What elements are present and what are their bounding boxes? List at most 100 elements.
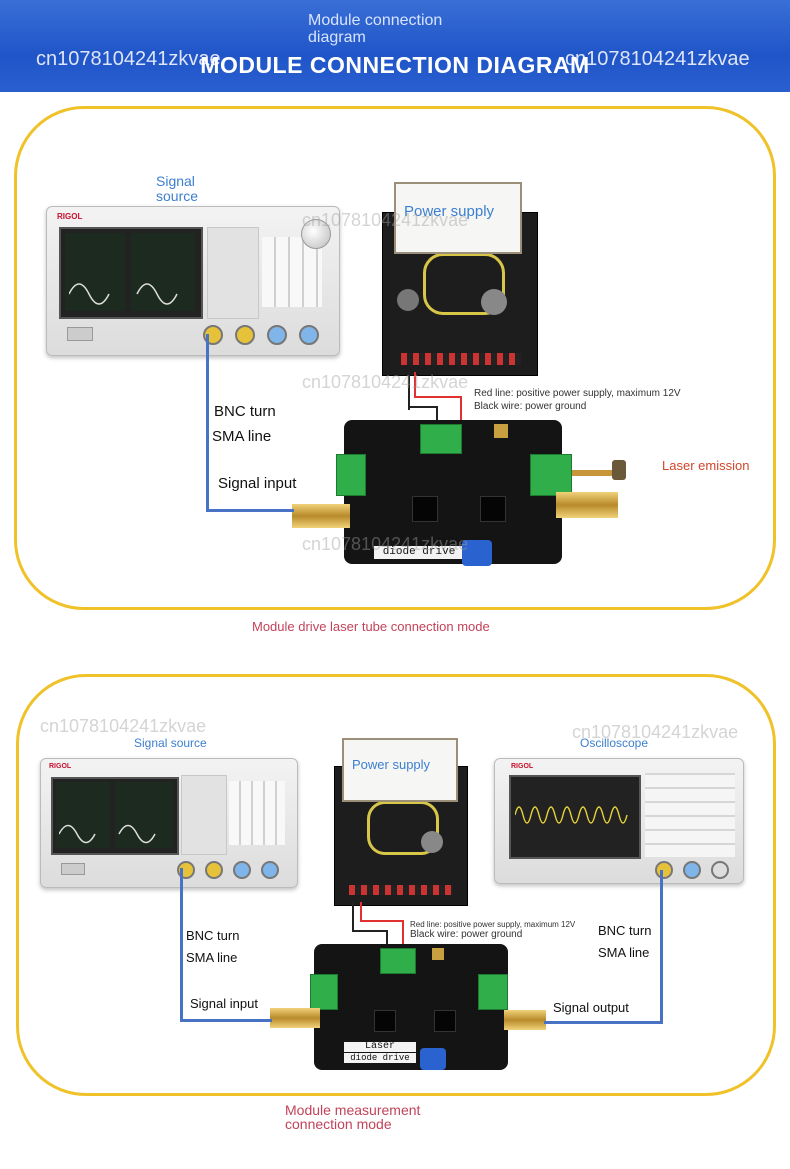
- watermark: cn1078104241zkvae: [572, 722, 739, 742]
- power-terminal: [420, 424, 462, 454]
- transformer: [342, 738, 458, 802]
- transformer-wires: [423, 253, 505, 315]
- chip-u2: [480, 496, 506, 522]
- generator-screen: [59, 227, 203, 319]
- power-wire: [460, 396, 462, 430]
- rotary-knob[interactable]: [301, 219, 331, 249]
- input-terminal: [336, 454, 366, 496]
- power-terminal: [380, 948, 416, 974]
- page-title: MODULE CONNECTION DIAGRAM: [200, 52, 590, 78]
- waveform-icon: [515, 806, 628, 824]
- capacitor: [481, 289, 507, 315]
- ch2-output-connector[interactable]: [205, 861, 223, 879]
- board-label-line1: Laser: [344, 1042, 416, 1052]
- capacitor: [432, 948, 444, 960]
- watermark: cn1078104241zkvae: [302, 534, 469, 554]
- board-label-line2: diode drive: [344, 1053, 416, 1063]
- chip-u1: [412, 496, 438, 522]
- label-power-supply: Power supply: [404, 203, 495, 220]
- chip-u1: [374, 1010, 396, 1032]
- watermark-right: cn1078104241zkvae: [565, 48, 750, 70]
- note-black-wire: Black wire: power ground: [474, 401, 587, 412]
- capacitor: [421, 831, 443, 853]
- scope-ch2-input[interactable]: [683, 861, 701, 879]
- oscilloscope-screen: [509, 775, 641, 859]
- label-power-supply-2: Power supply: [352, 757, 431, 772]
- keypad[interactable]: [229, 781, 285, 845]
- power-wire: [402, 920, 404, 950]
- sma-output-connector[interactable]: [504, 1010, 546, 1030]
- power-button[interactable]: [67, 327, 93, 341]
- counter-connector[interactable]: [261, 861, 279, 879]
- power-button[interactable]: [61, 863, 85, 875]
- oscilloscope: RIGOL: [494, 758, 744, 884]
- sine-wave-icon: [69, 283, 178, 305]
- laser-tube-lead: [572, 470, 618, 476]
- generator-screen: [51, 777, 179, 855]
- label-bnc-turn: BNC turn: [214, 403, 276, 420]
- capacitor: [397, 289, 419, 311]
- label-signal-source-2: Signal source: [134, 736, 207, 750]
- signal-generator-2: RIGOL: [40, 758, 298, 888]
- potentiometer[interactable]: [462, 540, 492, 566]
- brand-logo-icon: RIGOL: [57, 212, 83, 221]
- output-terminal: [478, 974, 508, 1010]
- power-wire: [360, 920, 404, 922]
- transformer-wires: [367, 801, 439, 855]
- chip-u2: [434, 1010, 456, 1032]
- input-terminal: [310, 974, 338, 1010]
- header-subtitle: Module connection diagram: [308, 12, 443, 46]
- function-buttons[interactable]: [207, 227, 259, 319]
- sync-connector[interactable]: [233, 861, 251, 879]
- ground-wire: [352, 930, 388, 932]
- brand-logo-icon: RIGOL: [511, 763, 534, 770]
- bnc-cable-output: [660, 870, 663, 1024]
- ch2-output-connector[interactable]: [235, 325, 255, 345]
- bnc-cable: [206, 334, 209, 512]
- ground-wire: [386, 930, 388, 950]
- caption-panel2: Module measurement connection mode: [285, 1102, 421, 1132]
- ground-wire: [408, 406, 438, 408]
- power-wire: [414, 396, 462, 398]
- sync-connector[interactable]: [267, 325, 287, 345]
- function-buttons[interactable]: [181, 775, 227, 855]
- scope-controls[interactable]: [645, 773, 735, 857]
- label-signal-input: Signal input: [218, 475, 297, 492]
- label-signal-output: Signal output: [553, 1000, 629, 1015]
- label-sma-line: SMA line: [212, 428, 272, 445]
- label-signal-source: Signal source: [156, 173, 199, 204]
- note-black-wire-2: Black wire: power ground: [410, 929, 523, 940]
- scope-ext-input[interactable]: [711, 861, 729, 879]
- power-wire: [414, 372, 416, 398]
- sine-wave-icon: [59, 824, 156, 844]
- laser-driver-module-2: Laser diode drive: [310, 944, 508, 1070]
- watermark-left: cn1078104241zkvae: [36, 48, 221, 70]
- output-terminals: [349, 885, 453, 895]
- bnc-cable-output: [544, 1021, 662, 1024]
- label-sma-line-left: SMA line: [186, 950, 238, 965]
- board-label: diode drive: [374, 546, 464, 559]
- watermark: cn1078104241zkvae: [302, 210, 469, 230]
- ground-wire: [436, 406, 438, 430]
- transformer: [394, 182, 522, 254]
- label-sma-line-right: SMA line: [598, 945, 650, 960]
- laser-tube: [612, 460, 626, 480]
- brand-logo-icon: RIGOL: [49, 763, 72, 770]
- output-terminals: [401, 353, 521, 365]
- watermark: cn1078104241zkvae: [40, 716, 207, 736]
- counter-connector[interactable]: [299, 325, 319, 345]
- watermark: cn1078104241zkvae: [302, 372, 469, 392]
- sma-input-connector[interactable]: [292, 504, 350, 528]
- scope-ch1-input[interactable]: [655, 861, 673, 879]
- label-oscilloscope: Oscilloscope: [580, 736, 649, 750]
- output-terminal: [530, 454, 572, 496]
- caption-panel1: Module drive laser tube connection mode: [252, 619, 490, 634]
- ground-wire: [408, 372, 410, 410]
- label-signal-input-2: Signal input: [190, 996, 258, 1011]
- sma-input-connector[interactable]: [270, 1008, 320, 1028]
- sma-output-connector[interactable]: [556, 492, 618, 518]
- potentiometer[interactable]: [420, 1048, 446, 1070]
- label-laser-emission: Laser emission: [662, 458, 750, 473]
- header-banner: [0, 0, 790, 92]
- label-bnc-turn-right: BNC turn: [598, 923, 652, 938]
